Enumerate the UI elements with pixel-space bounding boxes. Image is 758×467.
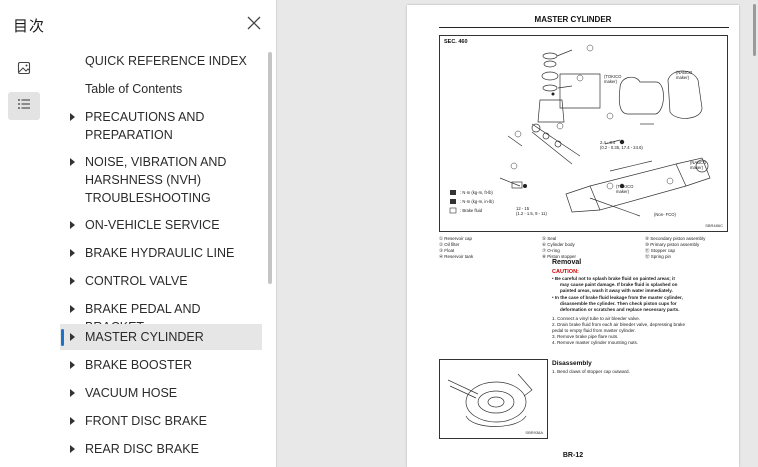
legend-item: ① Reservoir cap bbox=[439, 236, 473, 241]
legend-item: ⑨ Secondary piston assembly bbox=[645, 236, 706, 241]
chevron-right-icon[interactable] bbox=[70, 417, 75, 425]
toc-item-label: MASTER CYLINDER bbox=[85, 330, 204, 344]
toc-item-label: CONTROL VALVE bbox=[85, 274, 188, 288]
chevron-right-icon[interactable] bbox=[70, 249, 75, 257]
disassembly-heading: Disassembly bbox=[552, 360, 592, 367]
toc-item-label: ON-VEHICLE SERVICE bbox=[85, 218, 220, 232]
caution-line: disassemble the cylinder. Then check pis… bbox=[560, 301, 677, 306]
label-nissan-part: (Non- FCO) bbox=[654, 212, 676, 217]
caution-line: • In the case of brake fluid leakage fro… bbox=[552, 295, 683, 300]
chevron-right-icon[interactable] bbox=[70, 445, 75, 453]
removal-step: 3. Remove brake pipe flare nuts. bbox=[552, 334, 619, 339]
chevron-right-icon[interactable] bbox=[70, 389, 75, 397]
toc-item-label: BRAKE HYDRAULIC LINE bbox=[85, 246, 235, 260]
removal-step: 2. Drain brake fluid from each air bleed… bbox=[552, 322, 686, 327]
toc-item-precautions-and-preparation[interactable]: PRECAUTIONS AND PREPARATION bbox=[60, 108, 262, 146]
toc-item-label: Table of Contents bbox=[85, 82, 183, 96]
toc-item-table-of-contents[interactable]: Table of Contents bbox=[60, 80, 262, 100]
page-number: BR-12 bbox=[562, 452, 584, 459]
toc-item-label: FRONT DISC BRAKE bbox=[85, 414, 208, 428]
exploded-view-figure: SEC. 460 bbox=[439, 35, 728, 232]
legend-item: ⑥ Cylinder body bbox=[542, 242, 575, 247]
removal-heading: Removal bbox=[552, 259, 582, 266]
figure-section-code: SEC. 460 bbox=[444, 39, 468, 45]
label-tokico-maker-top: (TOKICO maker) bbox=[604, 74, 622, 84]
legend-item: ⑩ Primary piston assembly bbox=[645, 242, 700, 247]
toc-item-label: QUICK REFERENCE INDEX bbox=[85, 54, 247, 68]
toc-item-brake-hydraulic-line[interactable]: BRAKE HYDRAULIC LINE bbox=[60, 244, 262, 264]
toc-item-label: VACUUM HOSE bbox=[85, 386, 178, 400]
toc-item-label: NOISE, VIBRATION AND HARSHNESS (NVH) TRO… bbox=[85, 155, 227, 205]
toc-item-quick-reference-index[interactable]: QUICK REFERENCE INDEX bbox=[60, 52, 262, 72]
document-scrollbar[interactable] bbox=[753, 4, 756, 56]
removal-step: 1. Connect a vinyl tube to air bleeder v… bbox=[552, 316, 641, 321]
legend-item: ④ Reservoir tank bbox=[439, 254, 474, 259]
legend-item: ② Oil filter bbox=[439, 242, 460, 247]
toc-item-vacuum-hose[interactable]: VACUUM HOSE bbox=[60, 384, 262, 404]
toc-item-nvh-troubleshooting[interactable]: NOISE, VIBRATION AND HARSHNESS (NVH) TRO… bbox=[60, 153, 262, 209]
toc-item-label: PRECAUTIONS AND PREPARATION bbox=[85, 110, 205, 142]
title-divider bbox=[439, 27, 729, 28]
figure-reference: SBR486C bbox=[705, 223, 723, 228]
stopper-cap-diagram bbox=[447, 373, 533, 427]
close-icon[interactable] bbox=[244, 13, 264, 33]
label-nabco-maker-right: (NABCO maker) bbox=[690, 160, 707, 170]
key-torque-inlb: : N·m (kg-m, in-lb) bbox=[460, 199, 494, 204]
removal-step: pedal to empty fluid from master cylinde… bbox=[552, 328, 636, 333]
toc-item-master-cylinder[interactable]: MASTER CYLINDER bbox=[60, 324, 262, 350]
toc-item-brake-pedal-and-bracket[interactable]: BRAKE PEDAL AND BRACKET bbox=[60, 300, 262, 334]
label-nabco-maker-top: (NABCO maker) bbox=[676, 70, 693, 80]
pdf-page: MASTER CYLINDER SEC. 460 bbox=[407, 5, 739, 467]
chevron-right-icon[interactable] bbox=[70, 277, 75, 285]
key-brake-fluid: : Brake fluid bbox=[460, 208, 483, 213]
key-torque-nm: : N·m (kg-m, ft-lb) bbox=[460, 190, 493, 195]
caution-line: deformation or scratches and replace nec… bbox=[560, 307, 680, 312]
outline-button[interactable] bbox=[8, 92, 40, 120]
list-icon bbox=[16, 96, 32, 117]
label-torque-spec-2: 12 - 15 (1.2 - 1.5, 9 - 11) bbox=[516, 206, 547, 216]
figure-reference: SBR938A bbox=[525, 430, 543, 435]
table-of-contents: QUICK REFERENCE INDEX Table of Contents … bbox=[60, 48, 266, 467]
caution-line: painted areas, wash it away with water i… bbox=[560, 288, 673, 293]
thumbnails-button[interactable] bbox=[8, 56, 40, 84]
chevron-right-icon[interactable] bbox=[70, 221, 75, 229]
disassembly-step: 1. Bend claws of stopper cap outward. bbox=[552, 369, 630, 374]
legend-item: ⑪ Stopper cap bbox=[645, 248, 676, 253]
label-tokico-maker-mid: (TOKICO maker) bbox=[616, 184, 634, 194]
toc-item-brake-booster[interactable]: BRAKE BOOSTER bbox=[60, 356, 262, 376]
toc-item-front-disc-brake[interactable]: FRONT DISC BRAKE bbox=[60, 412, 262, 432]
chevron-right-icon[interactable] bbox=[70, 113, 75, 121]
sidebar-scrollbar[interactable] bbox=[268, 52, 272, 284]
label-torque-spec-1: 2.4 - 3.4 (0.2 - 0.35, 17.4 - 24.6) bbox=[600, 140, 643, 150]
chevron-right-icon[interactable] bbox=[70, 333, 75, 341]
caution-line: • Be careful not to splash brake fluid o… bbox=[552, 276, 675, 281]
master-cylinder-diagram bbox=[449, 44, 711, 217]
sidebar-title: 目次 bbox=[13, 18, 46, 35]
toc-item-label: REAR DISC BRAKE bbox=[85, 442, 199, 456]
legend-item: ⑤ Seal bbox=[542, 236, 557, 241]
removal-step: 4. Remove master cylinder mounting nuts. bbox=[552, 340, 639, 345]
chevron-right-icon[interactable] bbox=[70, 305, 75, 313]
caution-line: may cause paint damage. If brake fluid i… bbox=[560, 282, 678, 287]
legend-item: ⑦ O-ring bbox=[542, 248, 560, 253]
page-title: MASTER CYLINDER bbox=[534, 15, 612, 24]
legend-item: ③ Float bbox=[439, 248, 455, 253]
sidebar-header: 目次 bbox=[0, 0, 276, 48]
toc-item-control-valve[interactable]: CONTROL VALVE bbox=[60, 272, 262, 292]
legend-item: ⑧ Piston stopper bbox=[542, 254, 577, 259]
sidebar: 目次 QUICK REFERENCE INDEX Table o bbox=[0, 0, 277, 467]
legend-item: ⑫ Spring pin bbox=[645, 254, 672, 259]
chevron-right-icon[interactable] bbox=[70, 158, 75, 166]
sidebar-rail bbox=[0, 48, 48, 467]
toc-item-on-vehicle-service[interactable]: ON-VEHICLE SERVICE bbox=[60, 216, 262, 236]
document-viewer[interactable]: MASTER CYLINDER SEC. 460 bbox=[278, 0, 758, 467]
chevron-right-icon[interactable] bbox=[70, 361, 75, 369]
caution-label: CAUTION: bbox=[552, 269, 579, 275]
toc-item-label: BRAKE BOOSTER bbox=[85, 358, 192, 372]
disassembly-figure: SBR938A bbox=[439, 359, 548, 439]
image-icon bbox=[16, 60, 32, 81]
toc-item-rear-disc-brake[interactable]: REAR DISC BRAKE bbox=[60, 440, 262, 460]
